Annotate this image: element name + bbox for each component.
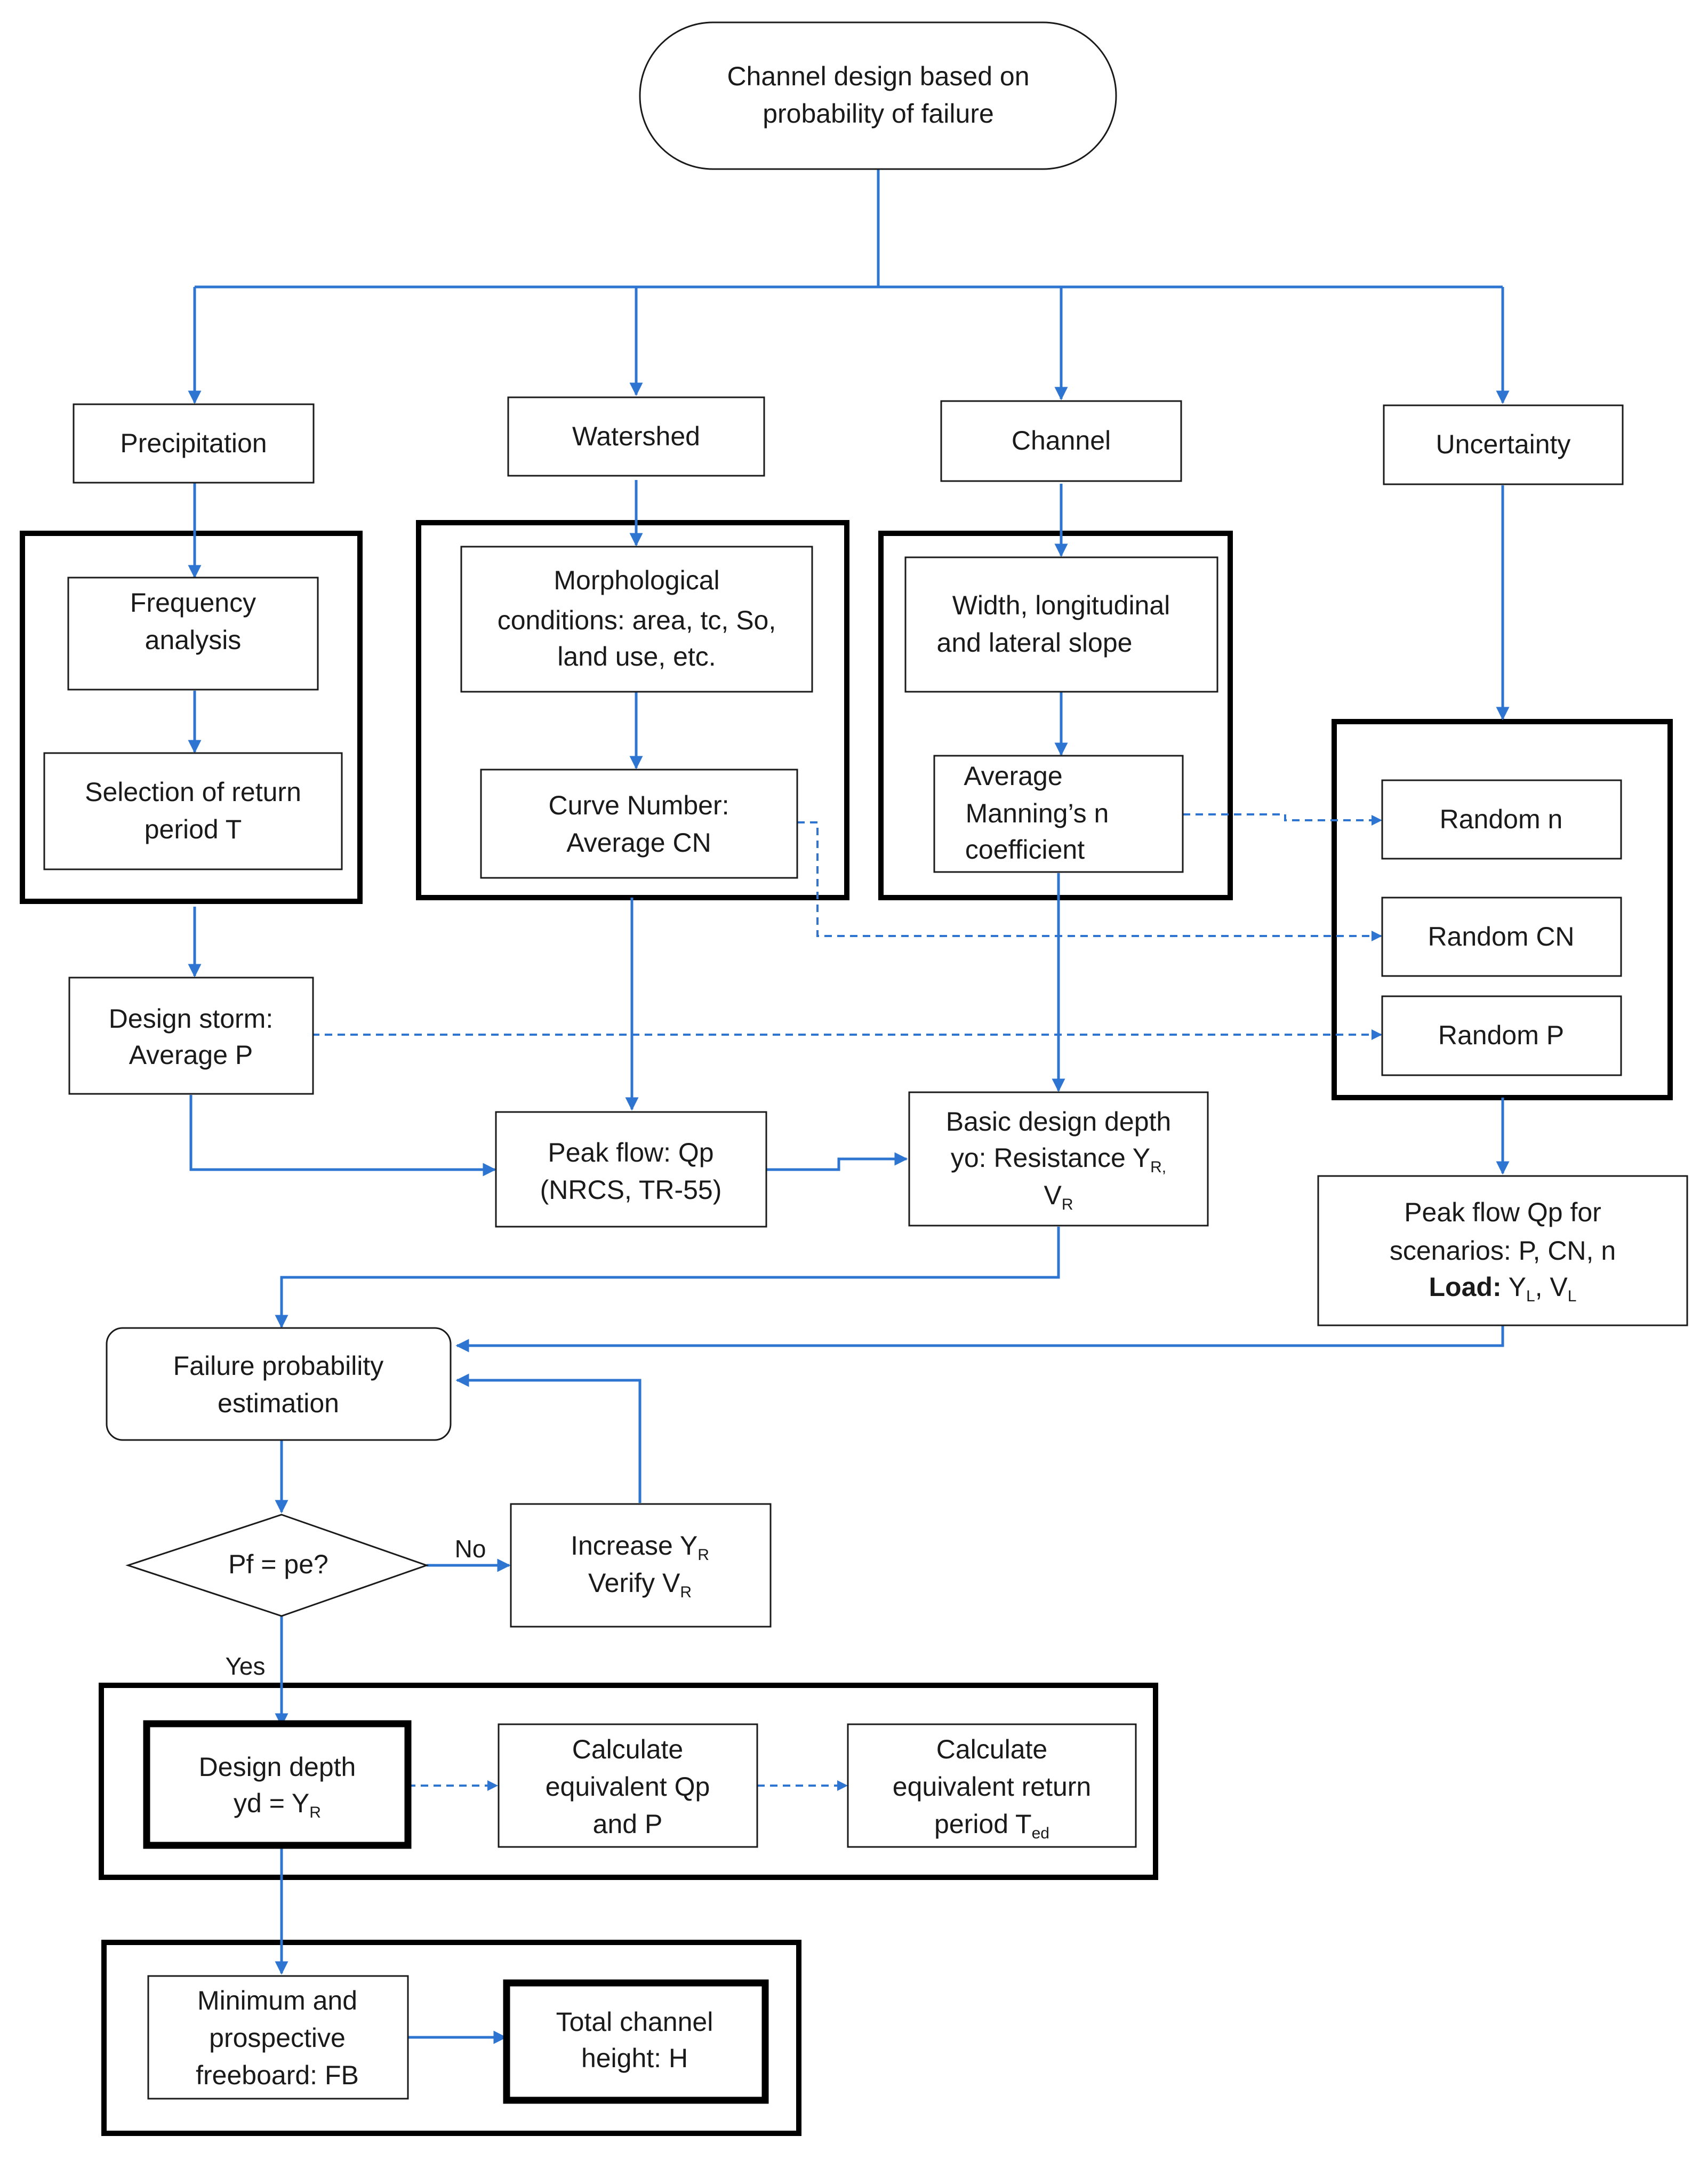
morphological-label-line1: Morphological (554, 565, 719, 595)
manning-coefficient-box (933, 755, 1184, 873)
freeboard-label-line2: prospective (209, 2023, 346, 2053)
freeboard-label-line3: freeboard: FB (196, 2060, 359, 2090)
design-storm-label-line2: Average P (129, 1040, 253, 1070)
edge-label-no: No (455, 1535, 486, 1563)
uncertainty-label: Uncertainty (1436, 429, 1571, 459)
frequency-label-line1: Frequency (130, 588, 256, 618)
start-label-line2: probability of failure (763, 99, 994, 129)
width-label-line2: and lateral slope (937, 628, 1133, 658)
decision-diamond (125, 1514, 429, 1617)
failure-estimation-box (106, 1327, 452, 1441)
curve-number-label-line2: Average CN (566, 828, 711, 858)
selection-return-period-box (43, 752, 343, 870)
equivalent-qp-label-line2: equivalent Qp (546, 1772, 710, 1802)
equivalent-return-label-line3: period Ted (934, 1809, 1049, 1842)
basic-depth-label-line1: Basic design depth (946, 1107, 1172, 1137)
width-slope-box (904, 556, 1218, 693)
random-p-label: Random P (1438, 1020, 1564, 1050)
design-depth-label-line2: yd = YR (234, 1788, 321, 1821)
increase-label-line1: Increase YR (571, 1531, 709, 1564)
curve-number-box (480, 769, 798, 879)
watershed-label: Watershed (572, 421, 700, 451)
uncertainty-box (1383, 404, 1624, 485)
equivalent-return-period-box (847, 1723, 1137, 1848)
random-cn-label: Random CN (1428, 922, 1574, 951)
failure-label-line1: Failure probability (173, 1351, 384, 1381)
increase-label-line2: Verify VR (588, 1568, 692, 1601)
equivalent-return-label-line2: equivalent return (893, 1772, 1091, 1802)
decision-label: Pf = pe? (228, 1549, 328, 1579)
freeboard-box (147, 1975, 409, 2100)
channel-box (940, 400, 1182, 482)
start-label-line1: Channel design based on (727, 61, 1029, 91)
scenarios-label-line1: Peak flow Qp for (1404, 1197, 1601, 1227)
precipitation-box (73, 403, 315, 484)
frequency-label-line2: analysis (145, 625, 242, 655)
channel-label: Channel (1012, 426, 1111, 455)
basic-design-depth-box (908, 1091, 1209, 1227)
design-depth-group-frame (99, 1683, 1158, 1880)
basic-depth-label-line3: VR (1044, 1180, 1073, 1213)
random-p-box (1381, 995, 1622, 1076)
peak-flow-scenarios-box (1317, 1175, 1688, 1326)
morphological-label-line3: land use, etc. (557, 642, 716, 671)
watershed-box (507, 396, 765, 477)
morphological-label-line2: conditions: area, tc, So, (498, 605, 776, 635)
basic-depth-label-line2: yo: Resistance YR, (951, 1143, 1166, 1176)
freeboard-group-frame (101, 1940, 801, 2136)
design-storm-label-line1: Design storm: (109, 1004, 273, 1034)
freeboard-label-line1: Minimum and (197, 1986, 357, 2015)
total-height-label-line2: height: H (581, 2043, 688, 2073)
random-cn-box (1381, 897, 1622, 977)
equivalent-qp-label-line3: and P (593, 1809, 663, 1839)
selection-label-line1: Selection of return (85, 777, 301, 807)
channel-group-frame (878, 531, 1233, 900)
precipitation-label: Precipitation (120, 428, 267, 458)
increase-yr-box (510, 1503, 772, 1628)
precipitation-group-frame (20, 531, 363, 904)
peak-flow-label-line1: Peak flow: Qp (548, 1138, 713, 1167)
manning-label-line2: Manning’s n (966, 798, 1109, 828)
design-storm-box (68, 977, 314, 1095)
scenarios-label-line3: Load: YL, VL (1429, 1272, 1577, 1305)
manning-label-line1: Average (964, 761, 1062, 791)
peak-flow-label-line2: (NRCS, TR-55) (540, 1175, 722, 1205)
design-depth-label-line1: Design depth (199, 1752, 356, 1782)
total-height-label-line1: Total channel (556, 2007, 713, 2037)
frequency-analysis-box (67, 577, 319, 691)
equivalent-qp-label-line1: Calculate (572, 1734, 683, 1764)
edge-label-yes: Yes (225, 1652, 265, 1680)
width-label-line1: Width, longitudinal (952, 590, 1170, 620)
morphological-conditions-box (460, 546, 813, 693)
random-n-box (1381, 779, 1622, 860)
connectors (188, 170, 1510, 2044)
total-channel-height-box (503, 1979, 769, 2104)
peak-flow-box (495, 1111, 767, 1228)
equivalent-qp-box (498, 1723, 758, 1848)
curve-number-label-line1: Curve Number: (549, 790, 729, 820)
random-n-label: Random n (1440, 804, 1563, 834)
manning-label-line3: coefficient (965, 835, 1085, 865)
scenarios-label-line2: scenarios: P, CN, n (1390, 1236, 1616, 1266)
selection-label-line2: period T (145, 814, 242, 844)
equivalent-return-label-line1: Calculate (936, 1734, 1047, 1764)
start-terminator (639, 21, 1117, 170)
failure-label-line2: estimation (218, 1388, 339, 1418)
design-depth-box (143, 1720, 412, 1849)
